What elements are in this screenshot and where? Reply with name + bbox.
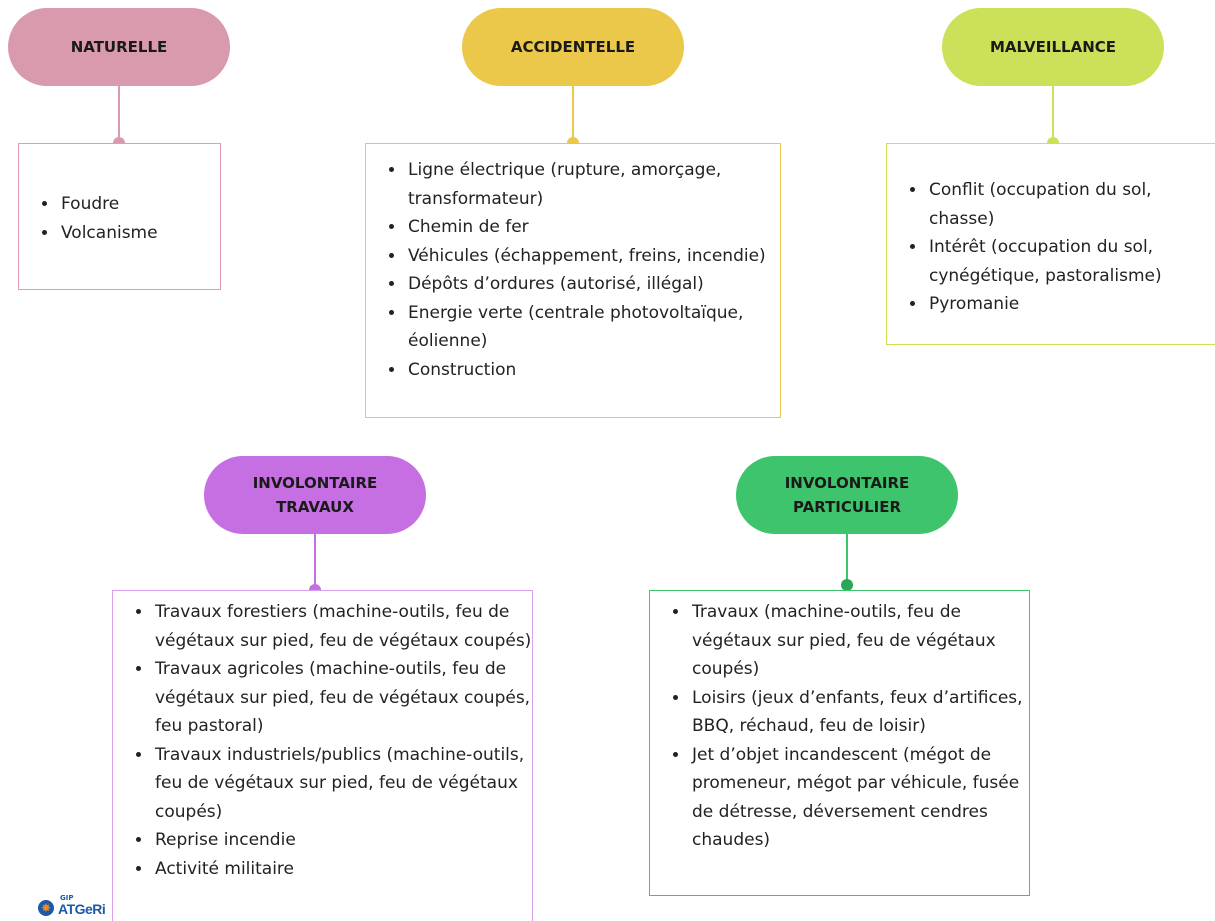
category-title-line-2: TRAVAUX xyxy=(276,498,354,516)
list-item: Ligne électrique (rupture, amorçage, tra… xyxy=(406,156,780,213)
connector-dot xyxy=(841,579,853,591)
cause-box-involontaire-travaux: Travaux forestiers (machine-outils, feu … xyxy=(112,590,533,921)
list-item: Chemin de fer xyxy=(406,213,780,242)
category-pill-malveillance: MALVEILLANCE xyxy=(942,8,1164,86)
list-item: Foudre xyxy=(59,190,220,219)
list-item: Travaux (machine-outils, feu de végétaux… xyxy=(690,598,1029,684)
connector-line xyxy=(314,534,316,590)
category-pill-naturelle: NATURELLE xyxy=(8,8,230,86)
category-pill-involontaire-travaux: INVOLONTAIRE TRAVAUX xyxy=(204,456,426,534)
connector-line xyxy=(118,86,120,143)
list-item: Travaux industriels/publics (machine-out… xyxy=(153,741,532,827)
atgeri-logo: ✸ GIP ATGeRi xyxy=(38,894,118,920)
category-title-line-2: PARTICULIER xyxy=(792,498,902,516)
cause-box-malveillance: Conflit (occupation du sol, chasse) Inté… xyxy=(886,143,1215,345)
logo-name: ATGeRi xyxy=(58,901,106,917)
list-item: Loisirs (jeux d’enfants, feux d’artifice… xyxy=(690,684,1029,741)
category-title: MALVEILLANCE xyxy=(990,38,1116,56)
list-item: Jet d’objet incandescent (mégot de prome… xyxy=(690,741,1029,855)
list-item: Reprise incendie xyxy=(153,826,532,855)
star-icon: ✸ xyxy=(38,900,54,916)
cause-box-naturelle: Foudre Volcanisme xyxy=(18,143,221,290)
connector-line xyxy=(572,86,574,143)
cause-list: Ligne électrique (rupture, amorçage, tra… xyxy=(366,156,780,384)
list-item: Conflit (occupation du sol, chasse) xyxy=(927,176,1215,233)
cause-list: Conflit (occupation du sol, chasse) Inté… xyxy=(887,176,1215,319)
logo-small-text: GIP xyxy=(60,894,74,902)
list-item: Travaux agricoles (machine-outils, feu d… xyxy=(153,655,532,741)
category-title-line-1: INVOLONTAIRE xyxy=(784,474,910,492)
list-item: Travaux forestiers (machine-outils, feu … xyxy=(153,598,532,655)
category-title-line-1: INVOLONTAIRE xyxy=(252,474,378,492)
category-title: NATURELLE xyxy=(70,38,168,56)
category-title: ACCIDENTELLE xyxy=(510,38,636,56)
cause-list: Travaux (machine-outils, feu de végétaux… xyxy=(650,598,1029,855)
list-item: Pyromanie xyxy=(927,290,1215,319)
list-item: Intérêt (occupation du sol, cynégétique,… xyxy=(927,233,1215,290)
list-item: Véhicules (échappement, freins, incendie… xyxy=(406,242,780,271)
list-item: Dépôts d’ordures (autorisé, illégal) xyxy=(406,270,780,299)
cause-list: Foudre Volcanisme xyxy=(19,190,220,247)
cause-box-accidentelle: Ligne électrique (rupture, amorçage, tra… xyxy=(365,143,781,418)
connector-line xyxy=(1052,86,1054,143)
category-pill-involontaire-particulier: INVOLONTAIRE PARTICULIER xyxy=(736,456,958,534)
list-item: Energie verte (centrale photovoltaïque, … xyxy=(406,299,780,356)
cause-list: Travaux forestiers (machine-outils, feu … xyxy=(113,598,532,883)
list-item: Volcanisme xyxy=(59,219,220,248)
list-item: Construction xyxy=(406,356,780,385)
cause-box-involontaire-particulier: Travaux (machine-outils, feu de végétaux… xyxy=(649,590,1030,896)
connector-line xyxy=(846,534,848,590)
category-pill-accidentelle: ACCIDENTELLE xyxy=(462,8,684,86)
list-item: Activité militaire xyxy=(153,855,532,884)
